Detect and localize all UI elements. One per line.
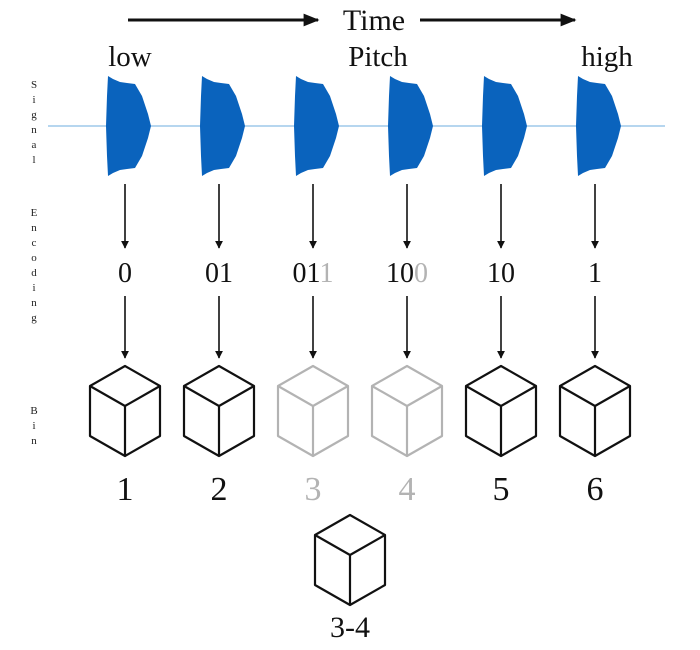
code-segment: 0	[118, 258, 132, 289]
row-label-letter: n	[31, 222, 37, 234]
row-label-letter: n	[31, 435, 37, 447]
code-segment: 1	[319, 258, 333, 289]
column-1: 01	[88, 76, 162, 508]
code-segment: 10	[386, 258, 414, 289]
encoding-code: 0	[118, 258, 132, 289]
bin-number: 4	[399, 471, 416, 508]
bin-number: 2	[211, 471, 228, 508]
signal-pulse	[388, 76, 433, 176]
bin-number: 3	[305, 471, 322, 508]
signal-pulse	[294, 76, 339, 176]
low-label: low	[108, 41, 152, 73]
time-label: Time	[343, 4, 405, 37]
row-label-letter: B	[30, 405, 37, 417]
signal-pulse	[200, 76, 245, 176]
merged-bin	[313, 513, 387, 607]
signal-pulse	[106, 76, 151, 176]
column-3: 011 3	[276, 76, 350, 508]
encoding-code: 1	[588, 258, 602, 289]
pitch-label: Pitch	[348, 41, 408, 73]
row-label-letter: i	[32, 282, 35, 294]
row-label-letter: g	[31, 312, 37, 324]
row-label-letter: o	[31, 252, 37, 264]
row-label-letter: i	[32, 94, 35, 106]
high-label: high	[581, 41, 633, 73]
merged-bin-label: 3-4	[330, 611, 370, 644]
bin-number: 6	[587, 471, 604, 508]
row-label-bin: Bin	[30, 405, 37, 447]
bin-cube-icon	[276, 364, 350, 458]
row-label-letter: c	[32, 237, 37, 249]
row-label-letter: i	[32, 420, 35, 432]
row-label-letter: g	[31, 109, 37, 121]
code-segment: 01	[293, 258, 320, 289]
column-4: 100 4	[370, 76, 444, 508]
row-label-letter: l	[32, 154, 35, 166]
bin-cube-icon	[182, 364, 256, 458]
row-label-letter: a	[32, 139, 37, 151]
bin-cube-icon	[370, 364, 444, 458]
row-label-letter: S	[31, 79, 37, 91]
row-label-letter: n	[31, 297, 37, 309]
bin-cube-icon	[88, 364, 162, 458]
encoding-code: 01	[205, 258, 233, 289]
encoding-code: 10	[487, 258, 515, 289]
row-label-letter: d	[31, 267, 37, 279]
bin-cube-icon	[464, 364, 538, 458]
column-5: 10 5	[464, 76, 538, 508]
code-segment: 10	[487, 258, 515, 289]
bin-cube-icon	[558, 364, 632, 458]
merged-cube-icon	[313, 513, 387, 607]
signal-pulse	[576, 76, 621, 176]
encoding-code: 011	[293, 258, 334, 289]
signal-pulse	[482, 76, 527, 176]
column-6: 16	[558, 76, 632, 508]
code-segment: 0	[414, 258, 428, 289]
bin-number: 5	[493, 471, 510, 508]
row-label-letter: n	[31, 124, 37, 136]
code-segment: 01	[205, 258, 233, 289]
encoding-code: 100	[386, 258, 428, 289]
row-label-letter: E	[31, 207, 38, 219]
column-2: 01 2	[182, 76, 256, 508]
bin-number: 1	[117, 471, 134, 508]
code-segment: 1	[588, 258, 602, 289]
